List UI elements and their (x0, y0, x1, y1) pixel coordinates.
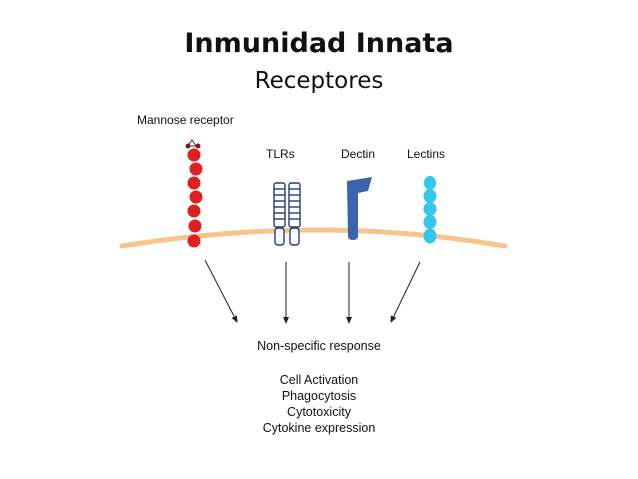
lectins-label: Lectins (407, 147, 446, 161)
response-item: Cytokine expression (262, 421, 376, 435)
arrow-lectins (390, 261, 421, 323)
mannose-receptor-label: Mannose receptor (137, 113, 234, 127)
dectin-icon (347, 177, 372, 240)
response-list: Cell Activation Phagocytosis Cytotoxicit… (0, 372, 638, 436)
tlrs-label: TLRs (266, 147, 295, 161)
slide-title: Inmunidad Innata (184, 28, 454, 59)
response-item: Cell Activation (279, 373, 359, 387)
cell-membrane (119, 227, 508, 249)
response-heading: Non-specific response (257, 339, 381, 353)
dectin-label: Dectin (341, 147, 376, 161)
mannose-receptor-icon (185, 139, 203, 248)
response-item: Cytotoxicity (287, 405, 351, 419)
tlr-icon (273, 182, 301, 246)
arrow-mannose (204, 259, 238, 323)
slide-subtitle: Receptores (254, 68, 384, 94)
lectin-icon (423, 176, 437, 244)
response-item: Phagocytosis (281, 389, 357, 403)
